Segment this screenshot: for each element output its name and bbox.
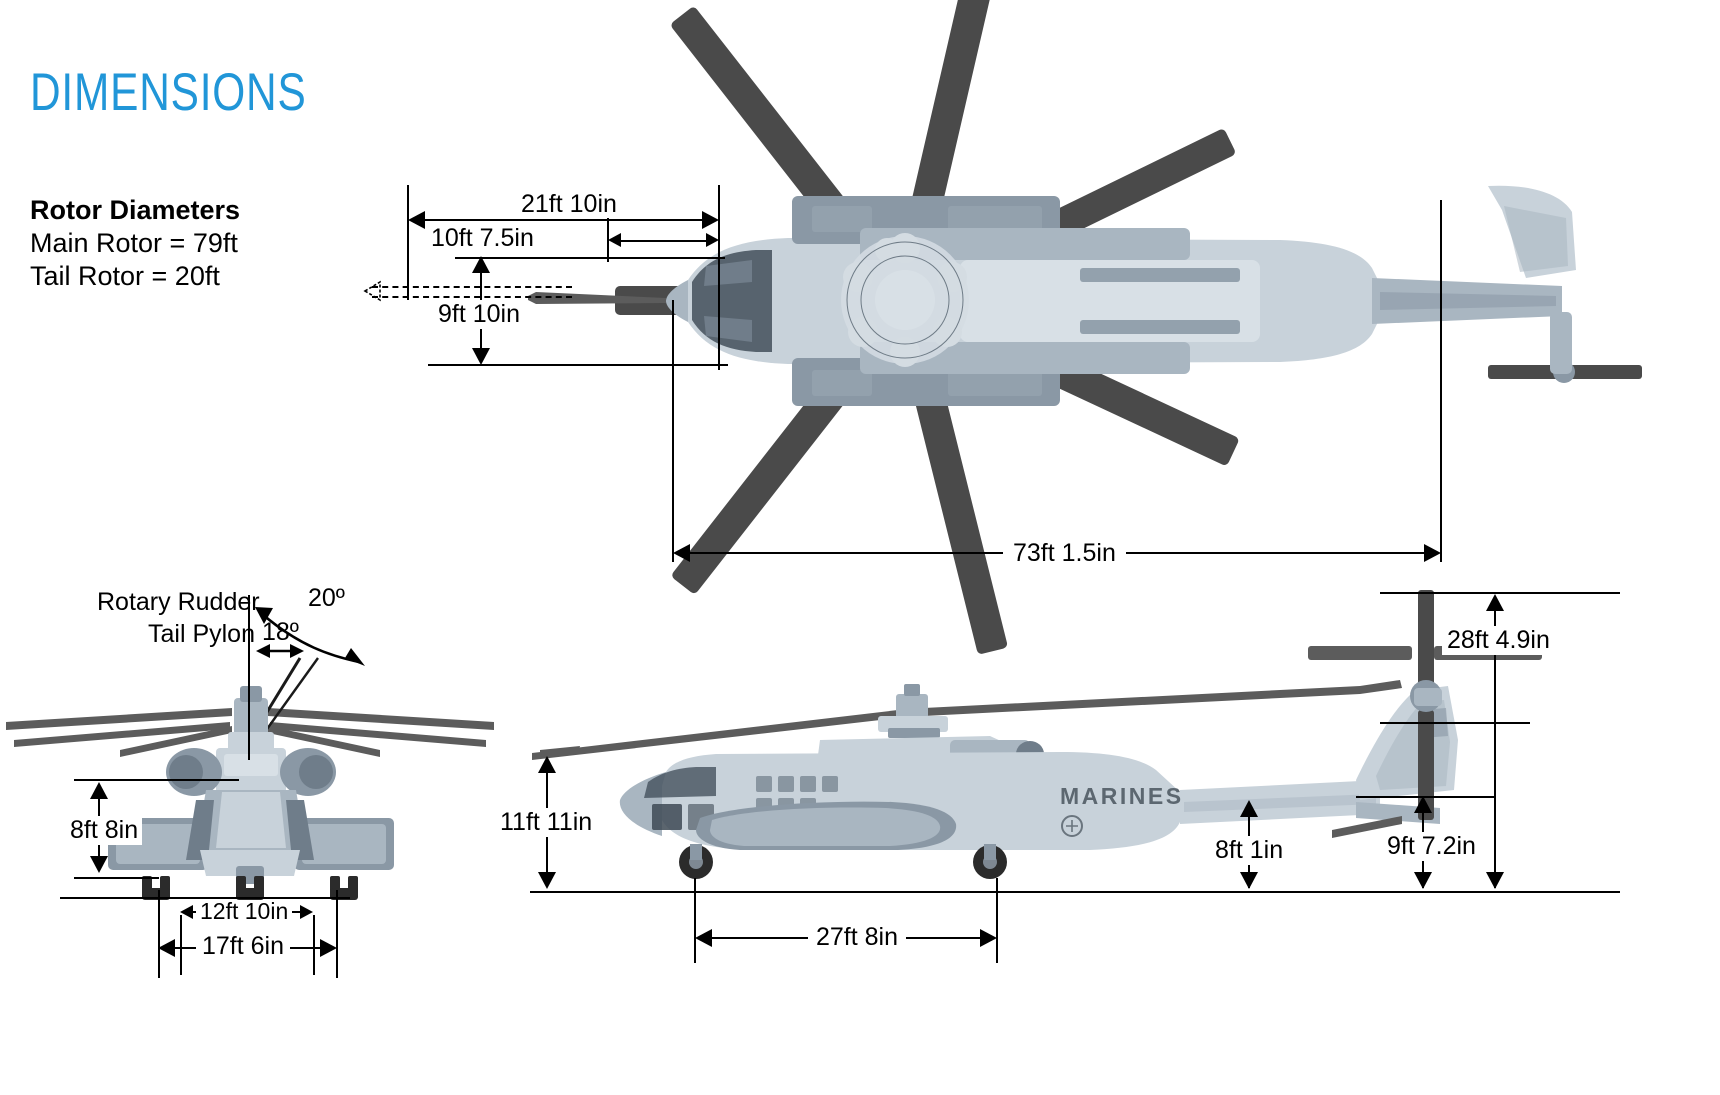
dim-17ft6in-arrow-right: [320, 939, 337, 957]
tail-pylon-label: Tail Pylon: [148, 620, 255, 648]
angle-20-arc: [255, 607, 365, 666]
rotary-rudder-label: Rotary Rudder: [97, 588, 260, 616]
dim-8ft8in-arrow-down: [90, 856, 108, 873]
dim-27ft8in-arrow-left: [695, 929, 712, 947]
dim-28ft49in-mid-line: [1380, 722, 1530, 724]
dim-73ft15in-arrow-left: [673, 544, 690, 562]
ground-line-front: [60, 897, 350, 899]
wheelbase-ext-left: [694, 878, 696, 963]
overall-length-ext-right: [1440, 200, 1442, 562]
dim-27ft8in-arrow-right: [980, 929, 997, 947]
page-title: DIMENSIONS: [30, 63, 307, 122]
angle-18-label: 18º: [262, 618, 299, 646]
dim-8ft1in-label: 8ft 1in: [1210, 836, 1289, 865]
dim-9ft10in-arrow-up: [472, 256, 490, 273]
dim-12ft10in-arrow-left: [180, 905, 193, 919]
dim-27ft8in-label: 27ft 8in: [808, 925, 907, 950]
dim-21ft10in-line: [418, 219, 708, 221]
tail-rotor-value: Tail Rotor = 20ft: [30, 260, 220, 291]
dim-8ft8in-label: 8ft 8in: [66, 816, 143, 845]
dim-28ft49in-label: 28ft 4.9in: [1442, 626, 1555, 655]
rotor-diameters-block: Rotor Diameters Main Rotor = 79ft Tail R…: [30, 195, 360, 293]
topview-extension-right: [718, 185, 720, 370]
gear-track-ext-right: [313, 915, 315, 975]
dim-11ft11in-arrow-up: [538, 756, 556, 773]
dim-17ft6in-arrow-left: [158, 939, 175, 957]
dim-9ft72in-label: 9ft 7.2in: [1382, 832, 1481, 861]
dim-28ft49in-top-line: [1380, 592, 1620, 594]
svg-text:MARINES: MARINES: [1060, 783, 1184, 809]
overall-length-ext-left: [672, 300, 674, 562]
probe-dashed-arrowhead: [363, 280, 381, 302]
dim-73ft15in-label: 73ft 1.5in: [1003, 541, 1126, 566]
rotor-diameters-heading: Rotor Diameters: [30, 195, 241, 225]
front-view-illustration: [6, 657, 494, 900]
dim-12ft10in-arrow-right: [300, 905, 313, 919]
dim-9ft72in-arrow-down: [1414, 872, 1432, 889]
side-view-illustration: MARINES: [532, 590, 1542, 879]
dim-11ft11in-label: 11ft 11in: [495, 808, 598, 837]
angle-20-label: 20º: [308, 584, 345, 612]
wheelbase-ext-right: [996, 878, 998, 963]
gear-track-ext-left: [180, 915, 182, 975]
dim-28ft49in-line: [1494, 598, 1496, 888]
dim-10ft75in-tick: [607, 218, 609, 262]
top-view-illustration: [528, 0, 1642, 654]
dim-9ft10in-label: 9ft 10in: [432, 300, 527, 329]
ground-line-side: [530, 891, 1620, 893]
overall-width-ext-right: [336, 890, 338, 978]
dim-28ft49in-arrow-down: [1486, 872, 1504, 889]
probe-dashed-line-2: [372, 296, 572, 298]
angle-18-arrow: [256, 644, 304, 658]
dim-9ft10in-baseline: [428, 364, 728, 366]
dim-21ft10in-arrow-left: [408, 211, 425, 229]
dim-9ft10in-arrow-down: [472, 348, 490, 365]
dim-10ft75in-arrow-right: [706, 233, 719, 247]
dim-11ft11in-arrow-down: [538, 872, 556, 889]
dim-8ft1in-arrow-up: [1240, 800, 1258, 817]
dim-12ft10in-label: 12ft 10in: [196, 900, 293, 923]
dim-8ft8in-arrow-up: [90, 782, 108, 799]
dim-10ft75in-arrow-left: [608, 233, 621, 247]
dim-10ft75in-ext-line: [455, 257, 725, 259]
dim-73ft15in-arrow-right: [1424, 544, 1441, 562]
dim-10ft75in-line: [620, 240, 715, 242]
dim-28ft49in-arrow-up: [1486, 594, 1504, 611]
rotary-rudder-leader: [248, 595, 250, 760]
overall-width-ext-left: [158, 890, 160, 978]
probe-dashed-line: [372, 286, 572, 288]
dim-17ft6in-label: 17ft 6in: [196, 934, 291, 959]
dim-8ft8in-bottom-line: [74, 877, 159, 879]
topview-extension-left: [407, 185, 409, 300]
dim-9ft72in-arrow-up: [1414, 796, 1432, 813]
main-rotor-value: Main Rotor = 79ft: [30, 227, 238, 258]
dim-10ft75in-label: 10ft 7.5in: [427, 226, 538, 251]
dim-8ft8in-top-line: [74, 779, 239, 781]
dim-8ft1in-arrow-down: [1240, 872, 1258, 889]
dim-21ft10in-label: 21ft 10in: [513, 192, 625, 217]
dim-21ft10in-arrow-right: [702, 211, 719, 229]
